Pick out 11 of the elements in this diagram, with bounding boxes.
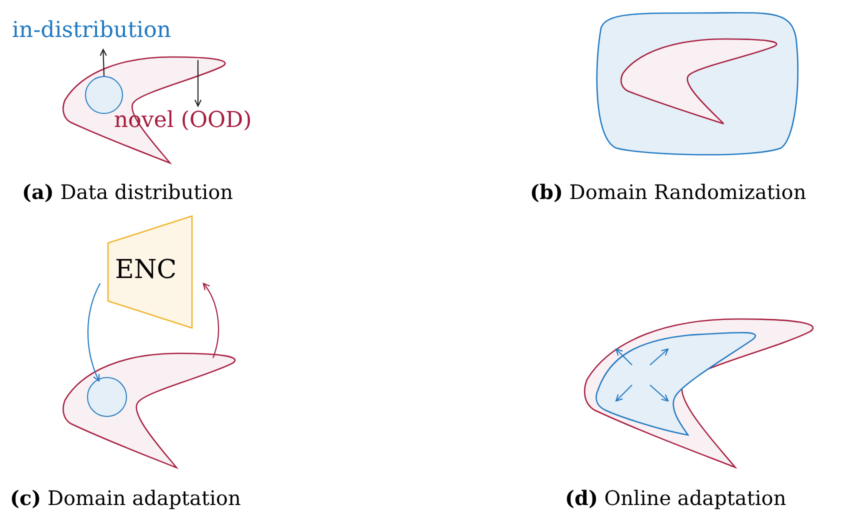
encoder-trapezoid (107, 215, 193, 329)
subfigure-caption: (c) Domain adaptation (10, 486, 241, 510)
arrow (87, 283, 101, 382)
region-label: in-distribution (12, 18, 198, 48)
encoder-label: ENC (115, 255, 177, 285)
subfigure-caption: (a) Data distribution (22, 180, 234, 204)
arrow (202, 282, 220, 358)
subfigure-caption: (b) Domain Randomization (530, 180, 806, 204)
subfigure-caption: (d) Online adaptation (565, 486, 786, 510)
arrow (100, 48, 107, 76)
arrow (194, 60, 202, 107)
